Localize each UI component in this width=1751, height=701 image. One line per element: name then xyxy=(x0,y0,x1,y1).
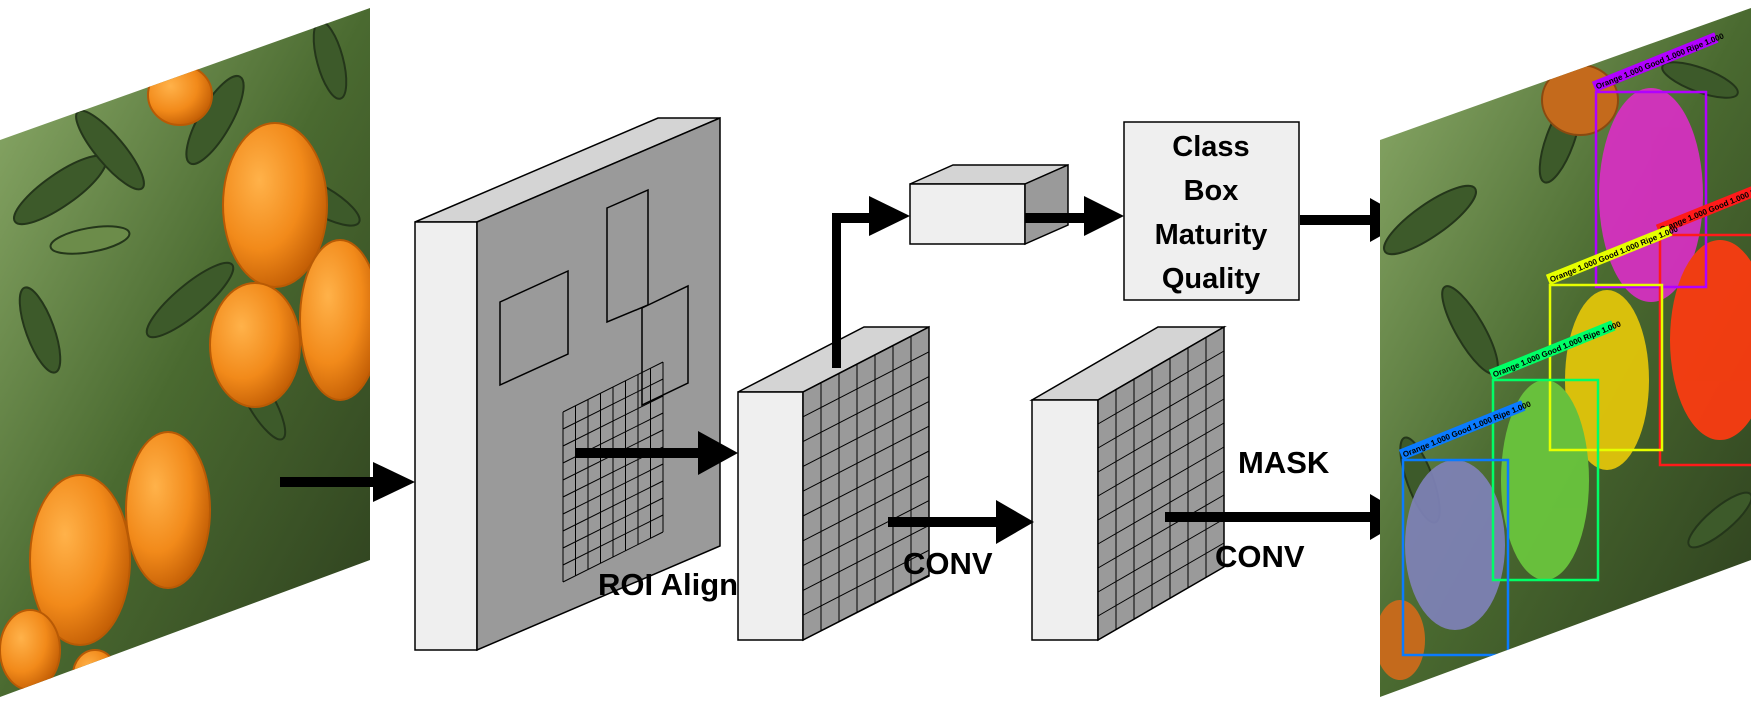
grid-line xyxy=(802,574,930,641)
mask-block-front-face xyxy=(1031,399,1099,641)
grid-line xyxy=(802,400,930,467)
arrows xyxy=(280,196,1409,544)
grid-line xyxy=(1097,422,1225,497)
oranges xyxy=(0,64,370,697)
detection-box xyxy=(1658,233,1751,467)
grid-line xyxy=(1097,350,1225,425)
grid-line xyxy=(1097,494,1225,569)
feature-map-front-face xyxy=(414,221,478,651)
mask-block-grid xyxy=(1097,326,1225,641)
output-label-class: Class xyxy=(1172,131,1249,163)
grid-line xyxy=(802,326,930,393)
grid-line xyxy=(802,500,930,567)
grid-line xyxy=(1097,326,1225,401)
grid-line xyxy=(1097,542,1225,617)
backbone-feature-map xyxy=(414,116,721,652)
fc-block xyxy=(909,163,1069,246)
arrow-to-fc xyxy=(832,196,910,368)
arrow-conv-1 xyxy=(888,500,1034,544)
output-label-maturity: Maturity xyxy=(1155,219,1268,251)
arrow-input-to-backbone xyxy=(280,462,415,502)
grid-line xyxy=(802,351,930,418)
mask-green xyxy=(1501,380,1589,580)
grid-line xyxy=(802,524,930,591)
arrow-fc-to-heads xyxy=(1025,196,1124,236)
grid-line xyxy=(562,361,664,413)
grid-line xyxy=(562,480,664,532)
grid-line xyxy=(1097,374,1225,449)
input-image xyxy=(0,8,370,697)
grid-line xyxy=(562,514,664,566)
background-orange-low xyxy=(1380,600,1425,680)
mask-red xyxy=(1670,240,1751,440)
roi-align-grid xyxy=(562,361,664,583)
label-mask: MASK xyxy=(1238,445,1330,480)
grid-line xyxy=(562,497,664,549)
fc-block-front-face xyxy=(909,183,1026,245)
grid-line xyxy=(802,425,930,492)
detection-box xyxy=(1491,378,1600,582)
grid-line xyxy=(562,463,664,515)
grid-line xyxy=(802,450,930,517)
grid-line xyxy=(1097,398,1225,473)
roi-box-2 xyxy=(606,188,649,324)
grid-line xyxy=(562,395,664,447)
arrow-roi-align xyxy=(575,431,738,475)
detection-box xyxy=(1594,90,1708,289)
output-heads-box: Class Box Maturity Quality xyxy=(1123,121,1300,301)
grid-line xyxy=(802,376,930,443)
fc-block-side-face xyxy=(1024,163,1069,246)
mask-feature-block xyxy=(1029,325,1227,642)
detection-box xyxy=(1548,283,1664,452)
grid-line xyxy=(1097,566,1225,641)
output-label-quality: Quality xyxy=(1162,263,1260,295)
detection-box xyxy=(1401,458,1510,657)
label-conv-1: CONV xyxy=(903,546,993,581)
grid-line xyxy=(562,378,664,430)
grid-line xyxy=(802,549,930,616)
roi-feature-block xyxy=(737,325,930,642)
mask-blue xyxy=(1405,460,1505,630)
grid-line xyxy=(1097,446,1225,521)
output-label-box: Box xyxy=(1184,175,1239,207)
roi-block-front-face xyxy=(737,391,804,641)
background-orange xyxy=(1541,64,1619,136)
label-roi-align: ROI Align xyxy=(598,567,738,602)
grid-line xyxy=(1097,470,1225,545)
roi-box-1 xyxy=(499,269,569,387)
label-conv-2: CONV xyxy=(1215,539,1305,574)
output-image: Orange 1.000 Good 1.000 Ripe 1.000Orange… xyxy=(1380,8,1751,697)
grid-line xyxy=(1097,518,1225,593)
grid-line xyxy=(802,475,930,542)
roi-block-grid xyxy=(802,326,930,641)
grid-line xyxy=(562,531,664,583)
